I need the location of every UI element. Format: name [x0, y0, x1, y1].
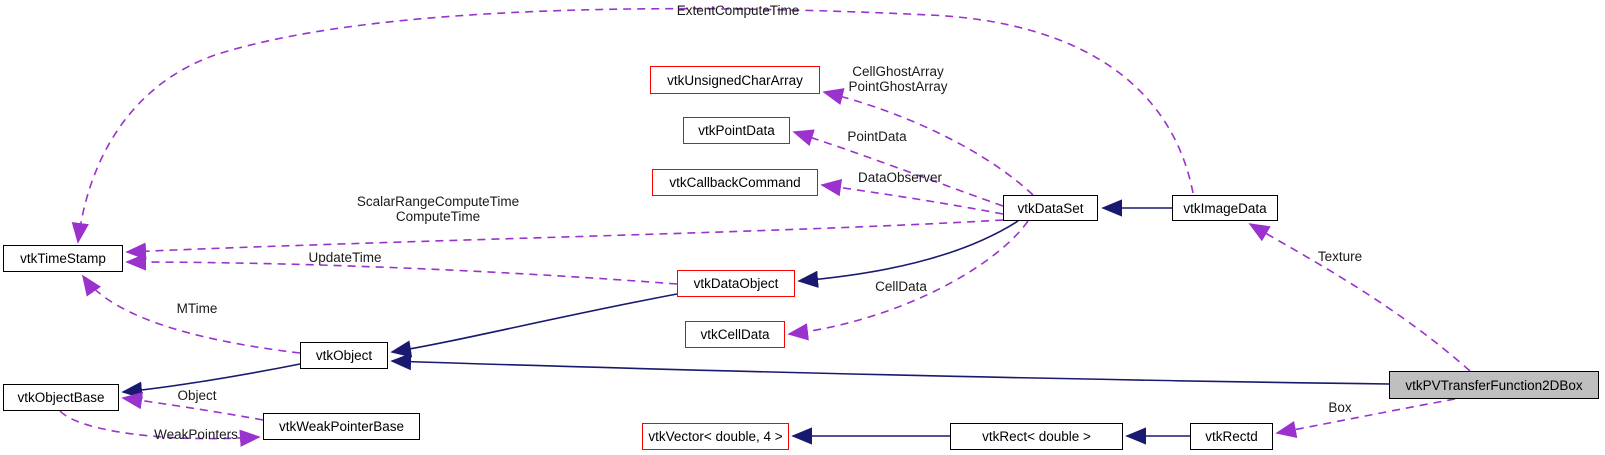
class-node-vtkObjectBase[interactable]: vtkObjectBase: [3, 384, 119, 411]
class-node-vtkTimeStamp[interactable]: vtkTimeStamp: [3, 245, 123, 272]
class-node-vtkUnsignedCharArray[interactable]: vtkUnsignedCharArray: [650, 66, 820, 94]
class-node-vtkCellData[interactable]: vtkCellData: [685, 321, 785, 348]
class-node-vtkWeakPointerBase[interactable]: vtkWeakPointerBase: [263, 413, 420, 440]
edge-vtkDataObject-to-vtkTimeStamp: [125, 253, 678, 285]
edge-vtkObject-to-vtkObjectBase: [121, 363, 301, 399]
edge-vtkDataSet-to-vtkTimeStamp: [125, 219, 1004, 260]
class-node-vtkDataObject[interactable]: vtkDataObject: [677, 270, 795, 297]
class-node-vtkObject[interactable]: vtkObject: [300, 342, 388, 369]
edge-vtkDataSet-to-vtkUnsignedCharArray: [822, 88, 1034, 196]
edge-vtkDataSet-to-vtkDataObject: [797, 220, 1019, 288]
class-node-vtkCallbackCommand[interactable]: vtkCallbackCommand: [652, 169, 818, 196]
edge-vtkDataSet-to-vtkCellData: [787, 220, 1029, 341]
class-node-vtkVector4[interactable]: vtkVector< double, 4 >: [642, 423, 789, 450]
edge-vtkPVTransferFunction2DBox-to-vtkImageData: [1248, 223, 1471, 372]
edge-vtkObject-to-vtkTimeStamp: [82, 274, 301, 354]
edge-vtkDataSet-to-vtkPointData: [792, 129, 1004, 207]
class-node-vtkDataSet[interactable]: vtkDataSet: [1003, 195, 1098, 221]
class-node-vtkRectd[interactable]: vtkRectd: [1190, 423, 1273, 450]
edge-vtkWeakPointerBase-to-vtkObjectBase: [121, 391, 264, 421]
class-node-vtkPVTransferFunction2DBox[interactable]: vtkPVTransferFunction2DBox: [1389, 371, 1599, 399]
class-node-vtkPointData[interactable]: vtkPointData: [683, 117, 790, 144]
edge-vtkObjectBase-to-vtkWeakPointerBase: [59, 410, 261, 447]
edge-vtkDataObject-to-vtkObject: [390, 293, 678, 358]
edge-vtkPVTransferFunction2DBox-to-vtkRectd: [1275, 398, 1456, 438]
class-node-vtkImageData[interactable]: vtkImageData: [1172, 195, 1278, 221]
edge-vtkPVTransferFunction2DBox-to-vtkObject: [390, 352, 1390, 385]
edge-vtkDataSet-to-vtkCallbackCommand: [820, 179, 1004, 215]
class-node-vtkRectDouble[interactable]: vtkRect< double >: [950, 423, 1123, 450]
